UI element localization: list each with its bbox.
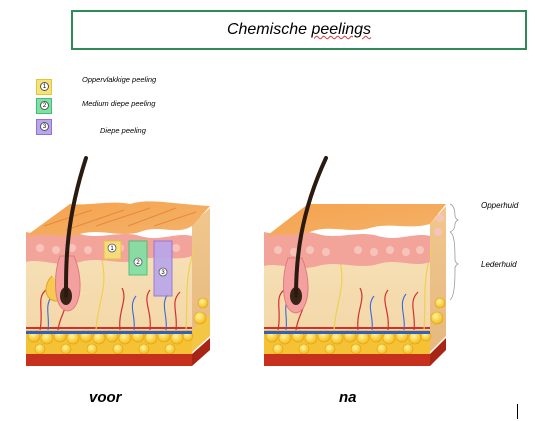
skin-block-before xyxy=(26,156,210,366)
title-spellchecked-word: peelings xyxy=(311,21,372,38)
legend-number-3: 3 xyxy=(40,122,49,131)
peel-marker-2-number: 2 xyxy=(136,260,140,266)
layer-brackets xyxy=(449,203,459,301)
legend-label-3: Diepe peeling xyxy=(100,126,146,135)
caption-after: na xyxy=(339,389,357,406)
top-surface-after xyxy=(264,204,446,238)
peel-marker-1-number: 1 xyxy=(110,246,114,252)
text-cursor xyxy=(517,404,518,419)
hair-before xyxy=(64,156,88,298)
top-surface-before xyxy=(26,201,210,238)
peel-marker-1: 1 xyxy=(103,240,122,260)
legend-number-1: 1 xyxy=(40,82,49,91)
page-title: Chemische peelings xyxy=(226,21,372,38)
title-box: Chemische peelings xyxy=(71,10,527,50)
legend-label-2: Medium diepe peeling xyxy=(82,99,156,108)
hair-after xyxy=(294,156,328,298)
peel-marker-3: 3 xyxy=(153,240,173,297)
peel-marker-3-number: 3 xyxy=(161,270,165,276)
label-dermis: Lederhuid xyxy=(481,260,517,269)
legend-label-1: Oppervlakkige peeling xyxy=(82,75,157,84)
caption-before: voor xyxy=(89,389,122,406)
skin-block-after xyxy=(264,156,446,366)
peel-marker-2: 2 xyxy=(128,240,148,276)
muscle-layer-before xyxy=(26,354,192,366)
legend-number-2: 2 xyxy=(40,101,49,110)
label-epidermis: Opperhuid xyxy=(481,201,519,210)
